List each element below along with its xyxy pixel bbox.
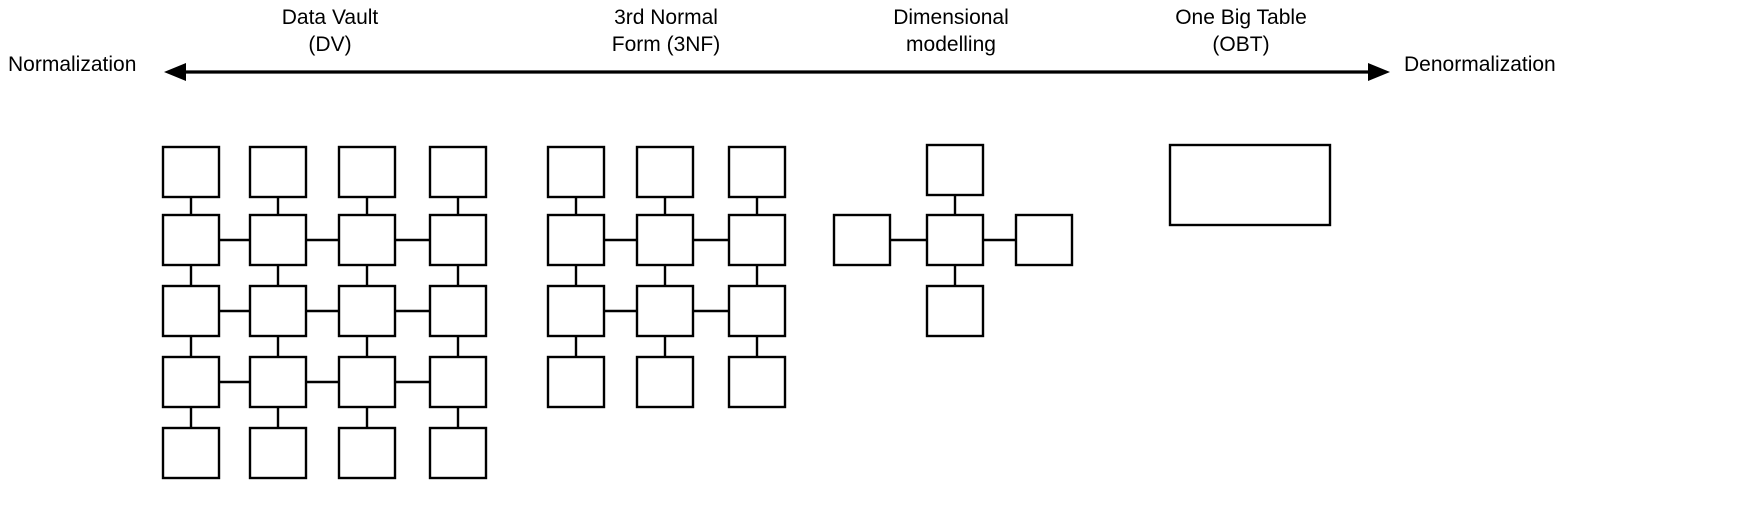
third-normal-form-node — [727, 355, 787, 409]
column-title-data-vault-line1: Data Vault — [281, 6, 379, 29]
data-vault-node — [161, 213, 221, 267]
third-normal-form-node — [727, 213, 787, 267]
third-normal-form-node — [635, 213, 695, 267]
column-title-dimensional-modelling-line2: modelling — [906, 33, 996, 56]
data-vault-node — [337, 284, 397, 338]
data-vault-node — [248, 213, 308, 267]
third-normal-form-node — [546, 213, 606, 267]
column-title-third-normal-form: 3rd Normal Form (3NF) — [612, 4, 721, 58]
third-normal-form-node — [635, 145, 695, 199]
column-title-data-vault-line2: (DV) — [308, 33, 352, 56]
column-title-one-big-table: One Big Table (OBT) — [1175, 4, 1307, 58]
axis-arrowhead-left — [164, 63, 186, 81]
data-vault-node — [337, 355, 397, 409]
data-vault-node — [428, 213, 488, 267]
data-vault-node — [428, 355, 488, 409]
third-normal-form-node — [546, 145, 606, 199]
data-vault-node — [248, 284, 308, 338]
star-schema-node-right — [1014, 213, 1074, 267]
third-normal-form-node — [727, 284, 787, 338]
star-schema-node-left — [832, 213, 892, 267]
axis-arrowhead-right — [1368, 63, 1390, 81]
data-vault-node — [161, 284, 221, 338]
data-vault-node — [161, 145, 221, 199]
third-normal-form-node — [546, 355, 606, 409]
data-vault-node — [248, 426, 308, 480]
model-edges — [189, 195, 1016, 428]
column-title-one-big-table-line2: (OBT) — [1212, 33, 1270, 56]
data-vault-node — [337, 145, 397, 199]
data-vault-node — [428, 145, 488, 199]
third-normal-form-node — [635, 355, 695, 409]
data-vault-node — [161, 355, 221, 409]
data-vault-node — [248, 145, 308, 199]
star-schema-node-center — [925, 213, 985, 267]
data-vault-node — [337, 213, 397, 267]
third-normal-form-node — [635, 284, 695, 338]
axis-label-normalization: Normalization — [8, 53, 137, 76]
star-schema-node-top — [925, 143, 985, 197]
column-title-third-normal-form-line1: 3rd Normal — [614, 6, 718, 29]
data-vault-node — [161, 426, 221, 480]
data-vault-node — [337, 426, 397, 480]
data-vault-node — [248, 355, 308, 409]
data-vault-node — [428, 426, 488, 480]
third-normal-form-node — [727, 145, 787, 199]
one-big-table-node — [1168, 143, 1332, 227]
column-title-dimensional-modelling: Dimensional modelling — [893, 4, 1009, 58]
star-schema-node-bottom — [925, 284, 985, 338]
column-title-data-vault: Data Vault (DV) — [282, 4, 379, 58]
axis-label-denormalization: Denormalization — [1404, 53, 1556, 76]
third-normal-form-node — [546, 284, 606, 338]
normalization-axis — [164, 63, 1390, 81]
column-title-dimensional-modelling-line1: Dimensional — [893, 6, 1009, 29]
column-title-one-big-table-line1: One Big Table — [1175, 6, 1307, 29]
data-vault-node — [428, 284, 488, 338]
model-nodes — [161, 143, 1332, 480]
column-title-third-normal-form-line2: Form (3NF) — [611, 33, 721, 56]
